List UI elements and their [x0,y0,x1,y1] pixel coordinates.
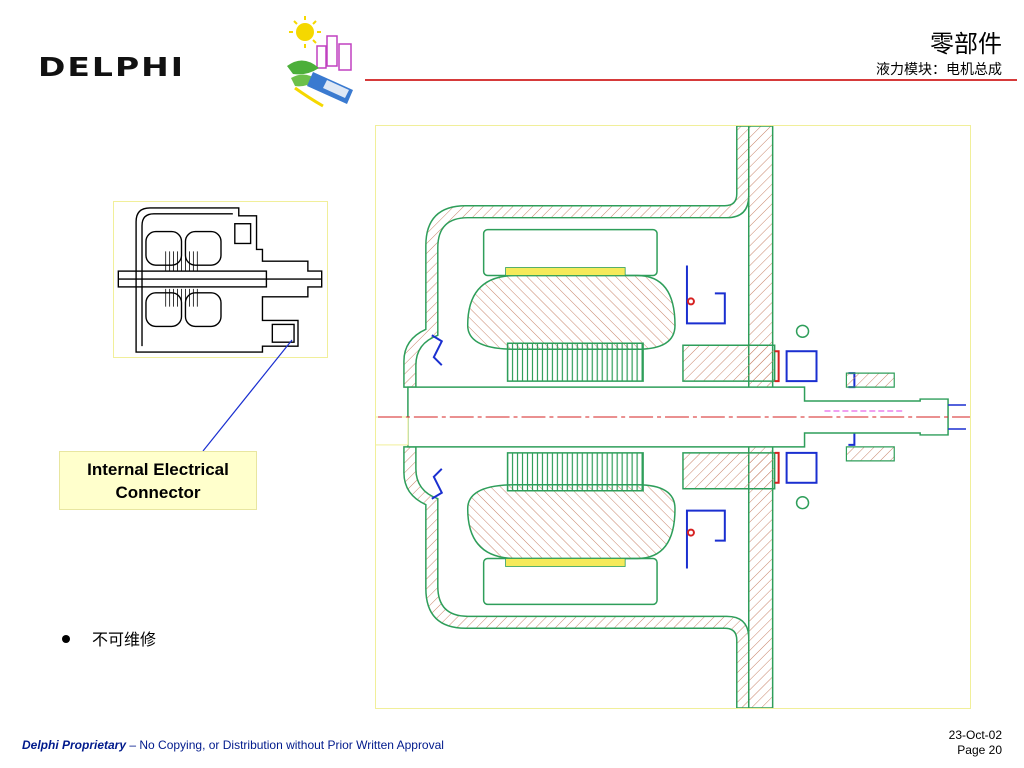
header-rule [365,79,1017,81]
page-subtitle: 液力模块：电机总成 [876,62,1002,78]
bullet-dot-icon [62,634,70,643]
footer-date-page: 23-Oct-02 Page 20 [949,728,1002,758]
bullet-text: 不可维修 [92,630,157,649]
footer-date: 23-Oct-02 [948,728,1002,742]
footer-proprietary-label: Delphi Proprietary [22,738,127,752]
callout-line-1: Internal Electrical [87,459,229,479]
footer-notice-text: – No Copying, or Distribution without Pr… [126,738,444,752]
bullet-item: 不可维修 [62,626,156,650]
motor-cross-section-drawing [375,125,971,709]
footer-proprietary-notice: Delphi Proprietary – No Copying, or Dist… [22,738,444,752]
footer-page-number: Page 20 [957,743,1002,757]
callout-line-2: Connector [115,482,201,502]
delphi-logo: DELPHI [38,52,186,83]
page-title: 零部件 [930,30,1002,58]
logo-artwork-icon [287,16,353,108]
motor-inset-drawing [113,201,328,358]
internal-connector-callout: Internal Electrical Connector [59,451,257,510]
